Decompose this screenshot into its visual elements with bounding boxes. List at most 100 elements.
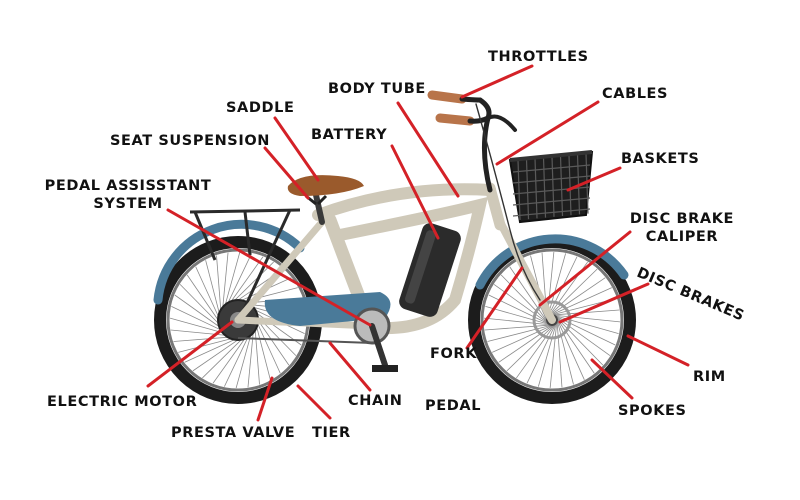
label-fork: FORK	[430, 346, 478, 362]
leader-disc-brake-caliper	[538, 230, 632, 307]
crank-arm	[369, 323, 388, 368]
spoke	[556, 322, 563, 388]
body-tube	[312, 183, 496, 221]
basket-wire	[551, 156, 555, 217]
spoke	[547, 253, 567, 316]
label-disc-brake-caliper-line2: CALIPER	[645, 229, 719, 245]
basket-wire	[542, 157, 547, 218]
spoke	[223, 251, 241, 309]
label-seat-suspension: SEAT SUSPENSION	[110, 133, 271, 149]
spoke	[557, 318, 604, 366]
spoke	[255, 319, 281, 374]
spoke	[557, 320, 585, 380]
rear-spokes	[169, 251, 307, 389]
basket-wire	[585, 153, 589, 214]
spoke	[174, 294, 223, 330]
throttle-grip-bottom	[435, 113, 475, 126]
spoke	[493, 284, 547, 323]
spoke	[557, 319, 595, 374]
basket-wire	[512, 164, 591, 173]
leader-fork	[465, 266, 524, 350]
front-disc-rotor	[532, 300, 572, 340]
leader-disc-brakes	[558, 282, 650, 324]
label-pedal-assist: PEDAL ASSISSTANT SYSTEM	[44, 177, 212, 213]
spoke	[202, 336, 245, 379]
spoke	[500, 274, 547, 322]
spoke	[169, 317, 227, 335]
label-cables: CABLES	[602, 86, 669, 102]
spoke	[254, 326, 260, 385]
leader-presta-valve	[256, 376, 274, 422]
spoke	[555, 315, 621, 323]
leader-spokes	[590, 358, 634, 400]
basket-wire	[512, 175, 591, 184]
spoke	[186, 274, 221, 324]
spoke	[485, 305, 548, 325]
leader-cables	[495, 100, 600, 166]
chain-line	[237, 337, 373, 344]
label-tier: TIER	[312, 425, 351, 441]
battery-pack	[399, 223, 461, 317]
spoke	[492, 325, 552, 353]
leader-electric-motor	[146, 320, 234, 388]
label-pedal-assist-line2: SYSTEM	[93, 196, 163, 212]
spoke	[241, 287, 298, 303]
spoke	[550, 268, 598, 315]
label-rim: RIM	[693, 369, 726, 385]
label-pedal-assist-line1: PEDAL ASSISSTANT	[44, 178, 212, 194]
label-spokes: SPOKES	[618, 403, 687, 419]
spoke	[226, 253, 252, 307]
label-baskets: BASKETS	[621, 151, 700, 167]
pedal-body	[372, 365, 398, 372]
label-battery: BATTERY	[311, 127, 388, 143]
handlebars	[427, 90, 541, 301]
basket-wire	[512, 186, 591, 195]
spoke	[192, 337, 242, 372]
spoke	[216, 255, 222, 314]
basket-wire	[512, 197, 591, 206]
spoke	[487, 325, 551, 342]
spoke	[179, 284, 222, 327]
spoke	[498, 325, 553, 363]
label-disc-brake-caliper: DISC BRAKE CALIPER	[628, 210, 736, 246]
spoke	[235, 331, 253, 389]
spoke	[178, 337, 235, 353]
spoke	[557, 317, 611, 356]
spoke	[231, 261, 274, 304]
basket-wire	[559, 155, 564, 217]
spoke	[184, 337, 239, 363]
front-fender	[475, 234, 629, 290]
spoke	[173, 336, 232, 342]
label-presta-valve: PRESTA VALVE	[171, 425, 296, 441]
spoke	[171, 306, 225, 332]
spoke	[205, 260, 221, 317]
leader-lines	[146, 64, 690, 422]
label-chain: CHAIN	[348, 393, 403, 409]
spoke	[255, 323, 271, 380]
leader-seat-suspension	[263, 146, 310, 200]
label-body-tube: BODY TUBE	[328, 81, 426, 97]
label-saddle: SADDLE	[226, 100, 295, 116]
spoke	[549, 323, 557, 389]
lower-tube	[334, 196, 488, 335]
label-throttles: THROTTLES	[488, 49, 589, 65]
spoke	[483, 317, 549, 325]
basket-wire	[534, 158, 538, 219]
leader-body-tube	[396, 101, 460, 198]
spoke	[228, 256, 264, 305]
spoke	[195, 266, 221, 321]
leader-battery	[390, 144, 440, 240]
basket-wire	[525, 159, 530, 220]
basket-wire	[517, 159, 521, 221]
label-pedal: PEDAL	[425, 398, 482, 414]
front-rim	[480, 248, 624, 392]
spoke	[551, 277, 606, 315]
label-disc-brake-caliper-line1: DISC BRAKE	[629, 211, 735, 227]
spoke	[552, 287, 612, 315]
leader-chain	[328, 341, 372, 392]
leader-tier	[296, 384, 332, 420]
spoke	[557, 321, 574, 385]
brake-cable	[475, 103, 541, 301]
drivetrain	[237, 307, 398, 372]
